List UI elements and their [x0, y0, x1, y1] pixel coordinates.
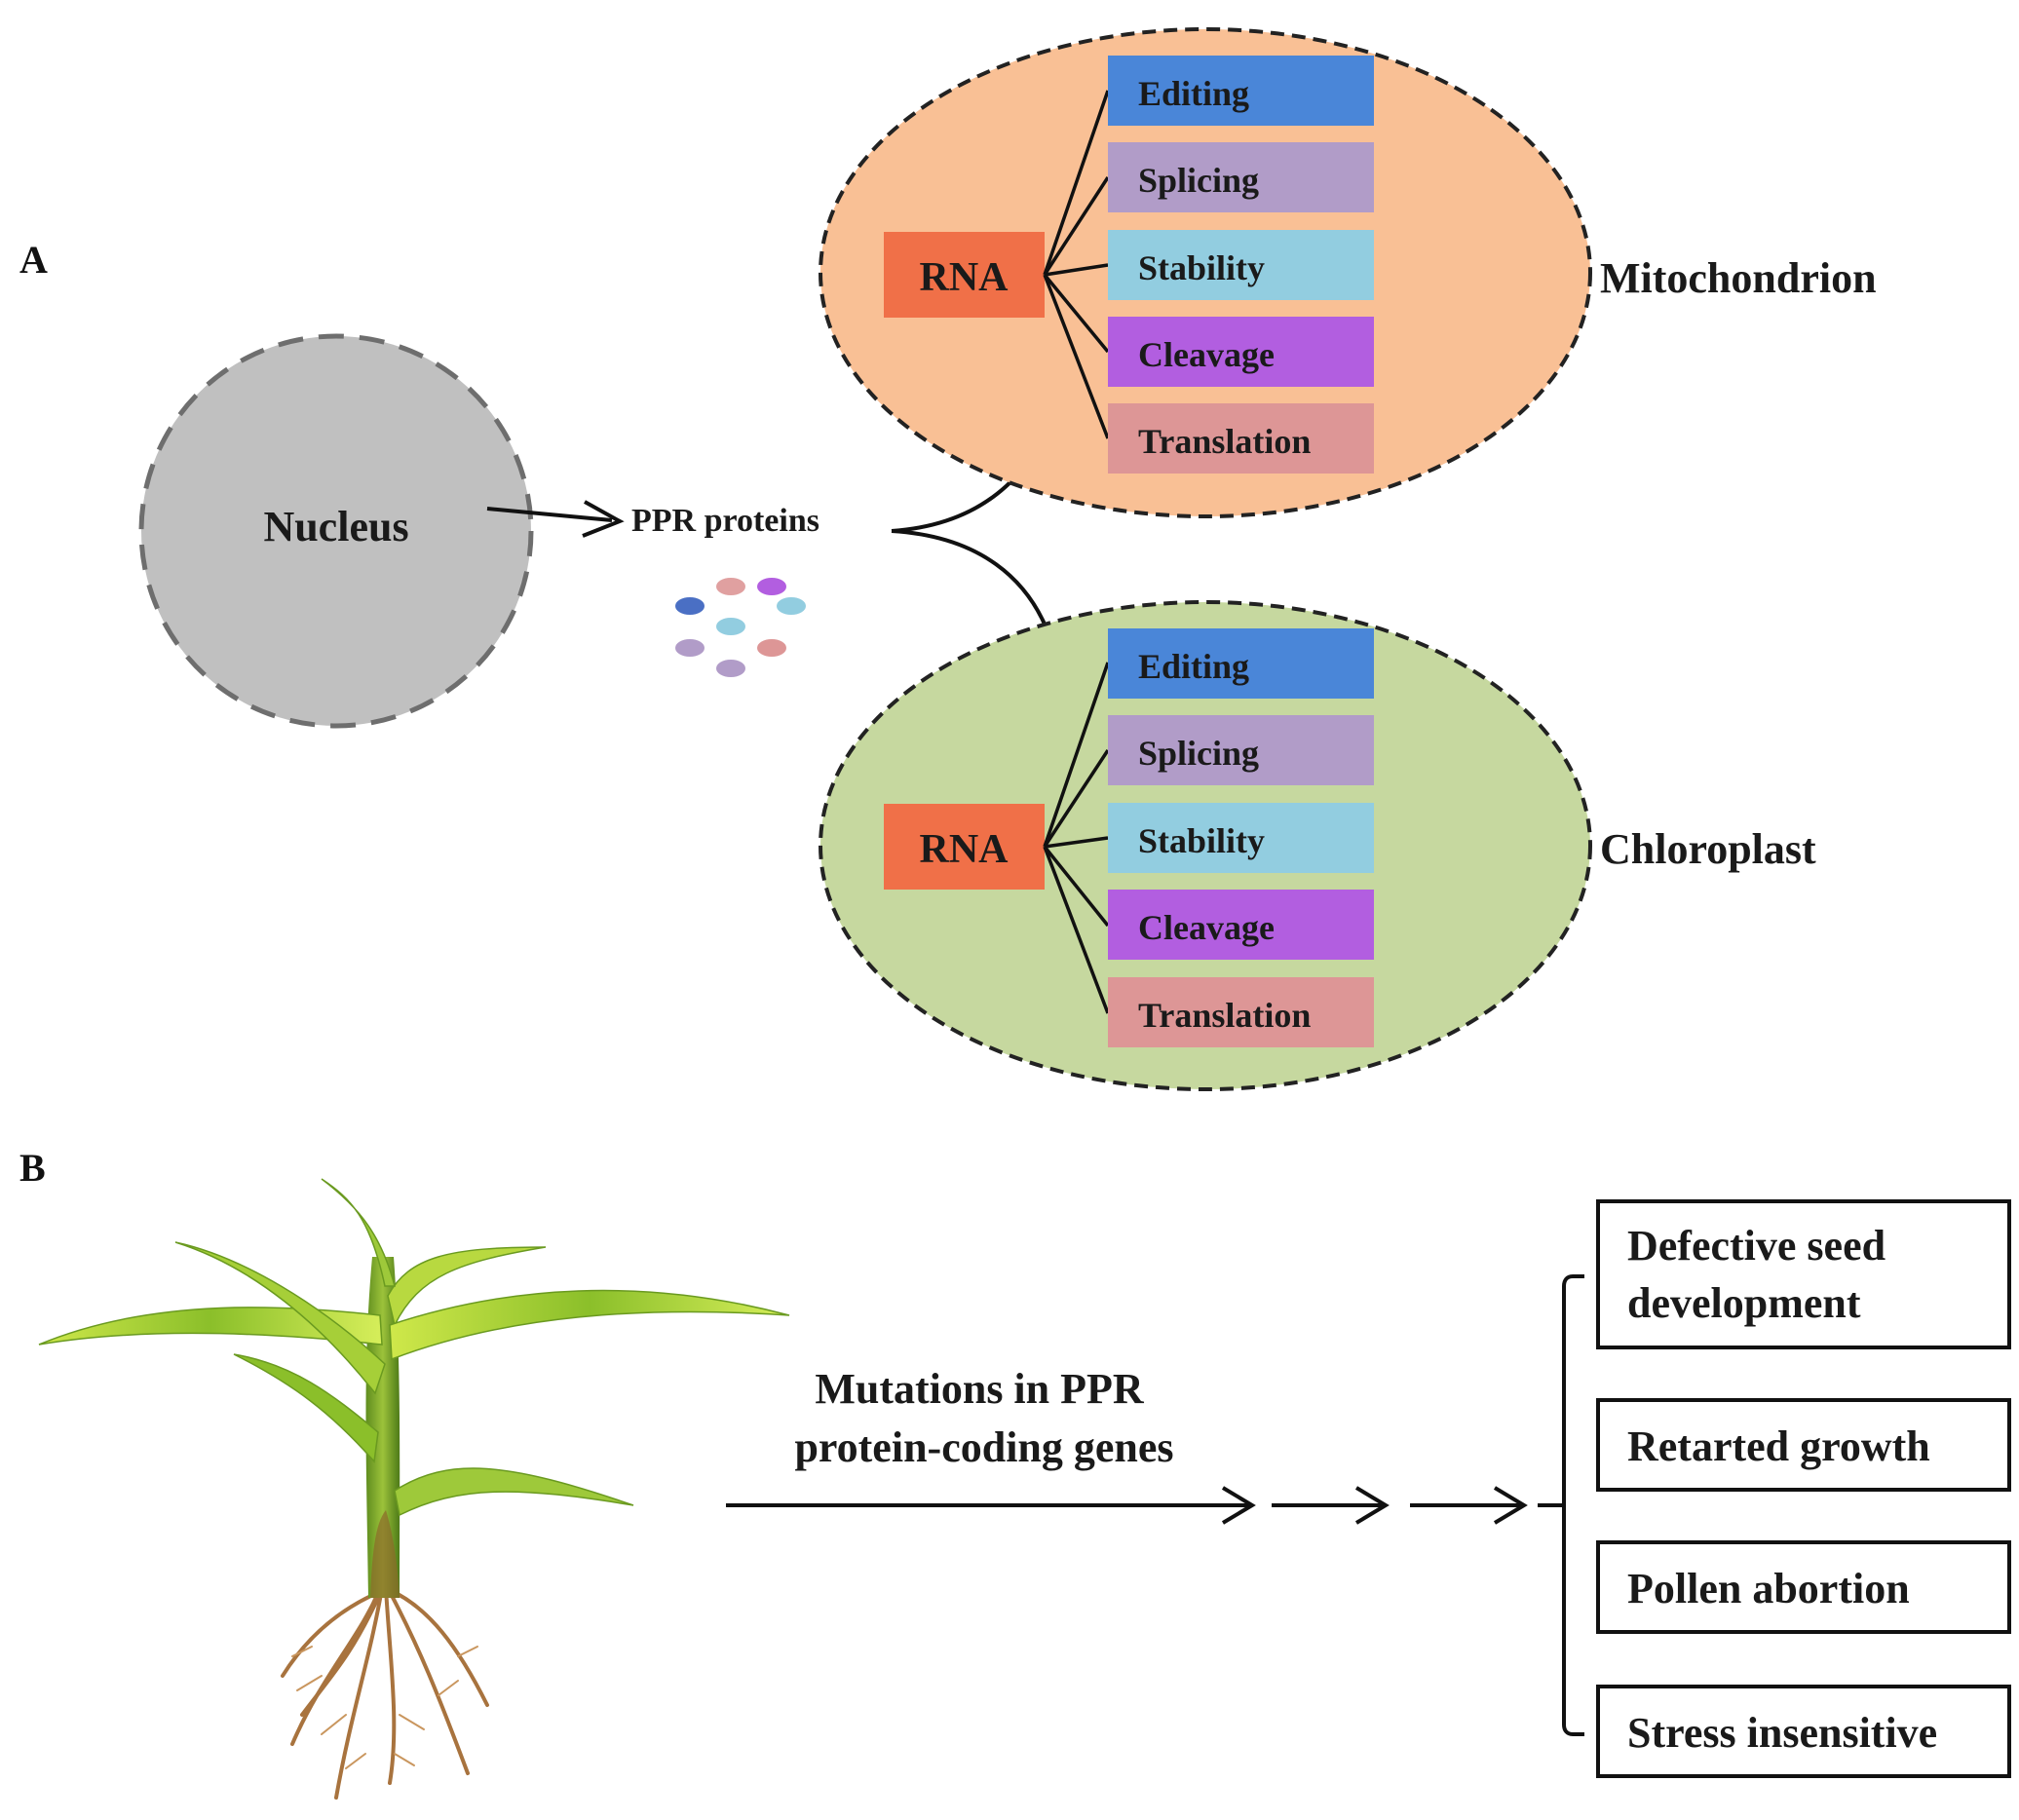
- chloro-function-splicing: [1108, 715, 1374, 785]
- mito-function-editing-label: Editing: [1138, 74, 1249, 113]
- protein-dot: [757, 578, 786, 595]
- chloro-rna-label: RNA: [920, 827, 1010, 872]
- protein-dot: [675, 597, 705, 615]
- phenotype-defective-seed: Defective seed development: [1596, 1199, 2011, 1349]
- long-arrow-head: [1221, 1486, 1256, 1525]
- panel-b-label: B: [19, 1146, 46, 1190]
- nucleus-to-ppr-arrow: [486, 500, 625, 538]
- ppr-protein-dots: [675, 578, 806, 677]
- ppr-proteins-label: PPR proteins: [631, 503, 819, 539]
- nucleus-circle: [138, 333, 534, 729]
- panel-b: B: [19, 1146, 2011, 1800]
- chloro-function-editing-label: Editing: [1138, 647, 1249, 686]
- chloro-function-stability: [1108, 803, 1374, 873]
- phenotype-defective-seed-line1: Defective seed: [1627, 1222, 1886, 1270]
- mito-function-cleavage: [1108, 317, 1374, 387]
- phenotype-retarted-growth-label: Retarted growth: [1627, 1422, 1930, 1470]
- chloro-function-cleavage: [1108, 890, 1374, 960]
- nucleus: Nucleus: [138, 333, 534, 729]
- chloro-function-editing: [1108, 628, 1374, 699]
- mito-function-translation-label: Translation: [1138, 422, 1311, 461]
- mito-function-splicing-label: Splicing: [1138, 161, 1259, 200]
- phenotype-pollen-abortion-label: Pollen abortion: [1627, 1565, 1910, 1612]
- phenotype-retarted-growth: Retarted growth: [1596, 1398, 2011, 1492]
- panel-a: A Nucleus PPR proteins: [19, 27, 1877, 1091]
- mutation-arrows: [726, 1486, 1528, 1525]
- mitochondrion: RNA Editing Splicing Stability Cleavage …: [819, 27, 1877, 518]
- chloro-function-stability-label: Stability: [1138, 821, 1265, 860]
- chloroplast: RNA Editing Splicing Stability Cleavage …: [819, 600, 1816, 1091]
- protein-dot: [675, 639, 705, 657]
- phenotype-stress-insensitive: Stress insensitive: [1596, 1685, 2011, 1778]
- maize-seedling-icon: [38, 1178, 790, 1800]
- chloro-connector-lines: [1043, 662, 1110, 1014]
- mito-function-stability-label: Stability: [1138, 248, 1265, 287]
- mutation-text-line1: Mutations in PPR: [815, 1365, 1145, 1413]
- mito-rna-label: RNA: [920, 255, 1010, 300]
- chloro-function-translation: [1108, 977, 1374, 1047]
- mutation-text-line2: protein-coding genes: [794, 1423, 1173, 1471]
- chloro-rna-box: [884, 804, 1045, 890]
- mitochondrion-label: Mitochondrion: [1600, 254, 1877, 302]
- mito-function-stability: [1108, 230, 1374, 300]
- mito-function-editing: [1108, 56, 1374, 126]
- short-arrow-2-head: [1493, 1486, 1528, 1525]
- chloro-function-cleavage-label: Cleavage: [1138, 908, 1275, 947]
- phenotype-defective-seed-line2: development: [1627, 1279, 1861, 1327]
- short-arrow-1-head: [1354, 1486, 1390, 1525]
- phenotype-stress-insensitive-label: Stress insensitive: [1627, 1709, 1937, 1757]
- protein-dot: [777, 597, 806, 615]
- mito-function-splicing: [1108, 142, 1374, 212]
- panel-a-label: A: [19, 238, 48, 282]
- phenotype-bracket: [1538, 1274, 1584, 1736]
- chloro-function-splicing-label: Splicing: [1138, 734, 1259, 773]
- protein-dot: [716, 618, 745, 635]
- chloro-function-translation-label: Translation: [1138, 996, 1311, 1035]
- mito-function-cleavage-label: Cleavage: [1138, 335, 1275, 374]
- protein-dot: [757, 639, 786, 657]
- protein-dot: [716, 660, 745, 677]
- chloroplast-label: Chloroplast: [1600, 825, 1816, 873]
- mito-connector-lines: [1043, 90, 1110, 439]
- protein-dot: [716, 578, 745, 595]
- phenotype-pollen-abortion: Pollen abortion: [1596, 1540, 2011, 1634]
- mito-function-translation: [1108, 403, 1374, 474]
- mito-rna-box: [884, 232, 1045, 318]
- nucleus-label: Nucleus: [263, 503, 408, 550]
